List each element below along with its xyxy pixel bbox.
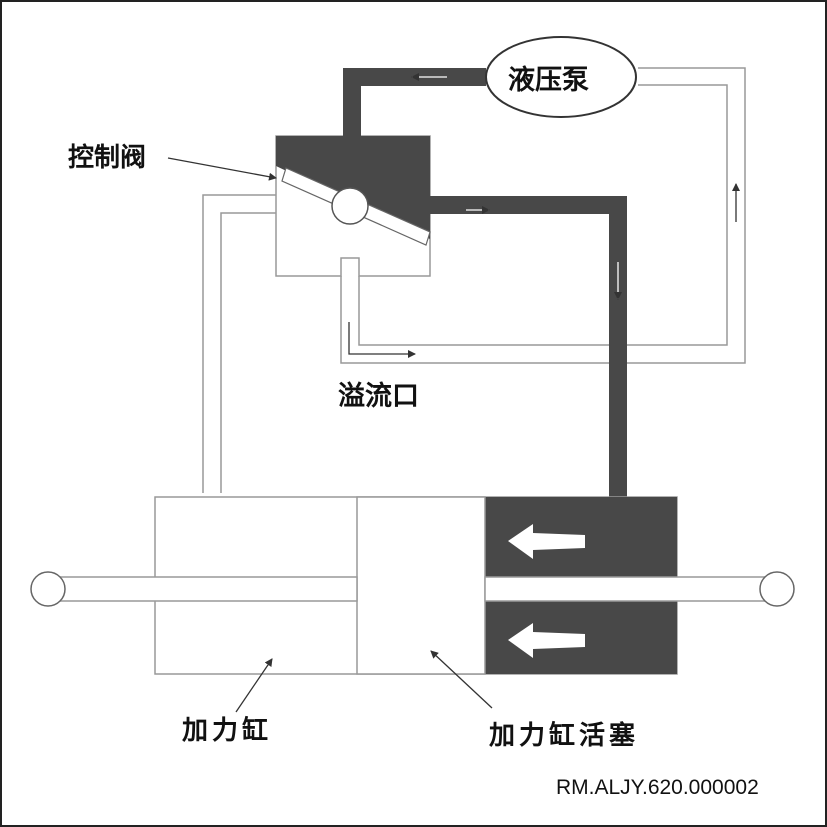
- right-piston-rod: [484, 576, 778, 602]
- reference-code: RM.ALJY.620.000002: [556, 776, 759, 799]
- return-line-outer: [340, 67, 746, 364]
- cylinder-piston: [356, 496, 486, 675]
- cylinder-label: 加力缸: [182, 716, 273, 746]
- valve-pivot: [331, 187, 369, 225]
- piston-push-arrow-upper: [508, 524, 585, 559]
- leader-cylinder: [235, 658, 273, 713]
- control-valve-label: 控制阀: [68, 143, 147, 173]
- right-rod-joint: [759, 571, 795, 607]
- piston-label: 加力缸活塞: [489, 721, 640, 751]
- leader-piston: [430, 650, 493, 709]
- pressure-line: [276, 68, 627, 497]
- piston-push-arrow-lower: [508, 623, 585, 658]
- hydraulic-pump: [485, 36, 637, 118]
- relief-port-label: 溢流口: [338, 381, 419, 412]
- flow-arrow-relief-out: [348, 322, 416, 358]
- return-line-inner: [358, 84, 728, 346]
- left-rod-joint: [30, 571, 66, 607]
- left-piston-rod: [45, 576, 358, 602]
- pump-label: 液压泵: [508, 65, 589, 96]
- leader-control-valve: [167, 157, 277, 181]
- left-line-outer: [202, 194, 276, 493]
- left-line-inner: [220, 212, 276, 493]
